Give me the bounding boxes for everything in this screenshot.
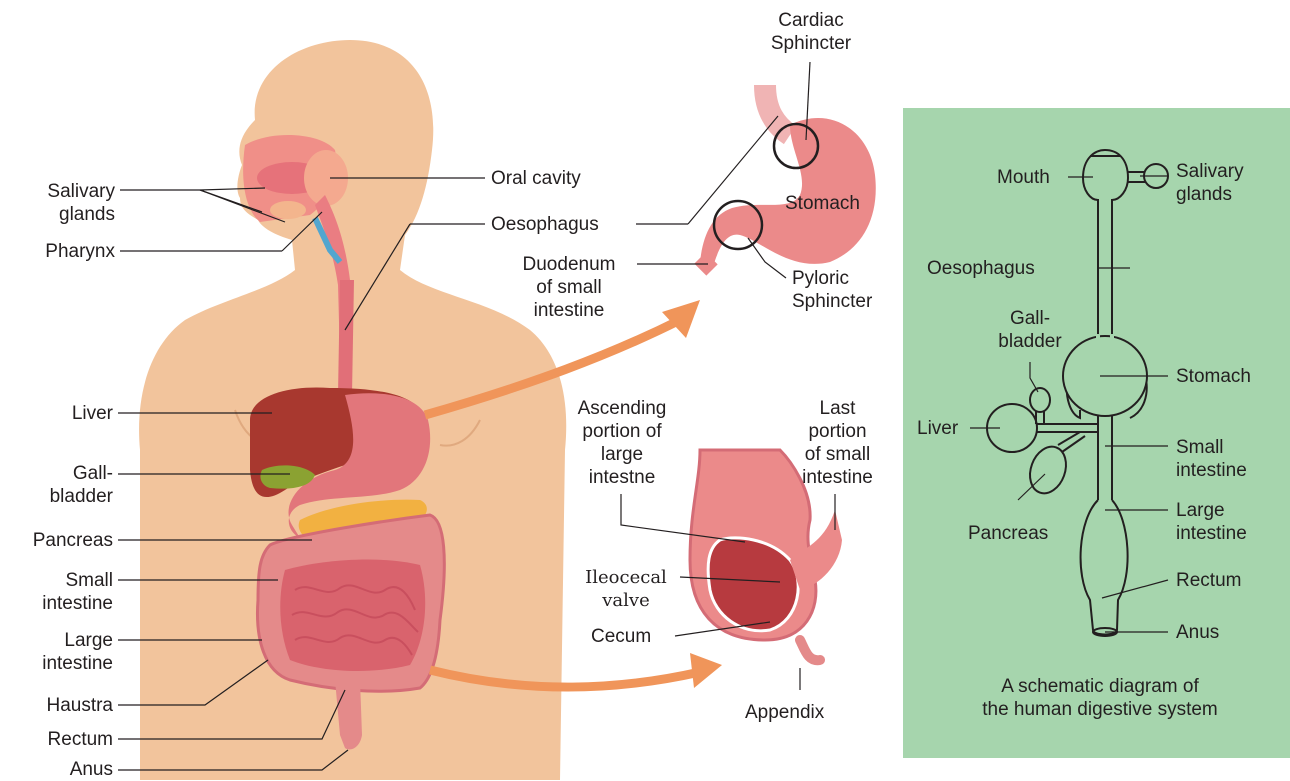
small-intestine-organ (280, 560, 425, 671)
label-pharynx: Pharynx (45, 240, 115, 263)
schematic-label-anus: Anus (1176, 621, 1219, 644)
schematic-label-small-intestine: Small intestine (1176, 436, 1247, 482)
label-rectum: Rectum (48, 728, 113, 751)
schematic-label-oesophagus: Oesophagus (927, 257, 1035, 280)
label-gallbladder: Gall- bladder (50, 462, 113, 508)
schematic-label-mouth: Mouth (997, 166, 1050, 189)
label-salivary-glands: Salivary glands (47, 180, 115, 226)
label-ileocecal-valve: Ileocecal valve (570, 566, 682, 612)
label-large-intestine: Large intestine (42, 629, 113, 675)
label-duodenum: Duodenum of small intestine (504, 253, 634, 322)
schematic-label-pancreas: Pancreas (968, 522, 1048, 545)
schematic-label-salivary-glands: Salivary glands (1176, 160, 1244, 206)
label-ascending-portion: Ascending portion of large intestne (561, 397, 683, 489)
label-appendix: Appendix (745, 701, 824, 724)
schematic-caption: A schematic diagram of the human digesti… (935, 675, 1265, 721)
label-oesophagus: Oesophagus (491, 213, 599, 236)
label-oral-cavity: Oral cavity (491, 167, 581, 190)
label-anus: Anus (70, 758, 113, 781)
label-cardiac-sphincter: Cardiac Sphincter (755, 9, 867, 55)
label-liver: Liver (72, 402, 113, 425)
schematic-label-large-intestine: Large intestine (1176, 499, 1247, 545)
oesophagus-organ (338, 280, 354, 395)
schematic-label-gallbladder: Gall- bladder (988, 307, 1072, 353)
schematic-label-liver: Liver (917, 417, 958, 440)
schematic-diagram (987, 150, 1168, 636)
label-pyloric-sphincter: Pyloric Sphincter (792, 267, 872, 313)
label-pancreas: Pancreas (33, 529, 113, 552)
label-cecum: Cecum (591, 625, 651, 648)
label-last-portion: Last portion of small intestine (795, 397, 880, 489)
schematic-label-rectum: Rectum (1176, 569, 1241, 592)
label-small-intestine: Small intestine (42, 569, 113, 615)
schematic-label-stomach: Stomach (1176, 365, 1251, 388)
label-stomach: Stomach (785, 192, 860, 215)
label-haustra: Haustra (46, 694, 113, 717)
